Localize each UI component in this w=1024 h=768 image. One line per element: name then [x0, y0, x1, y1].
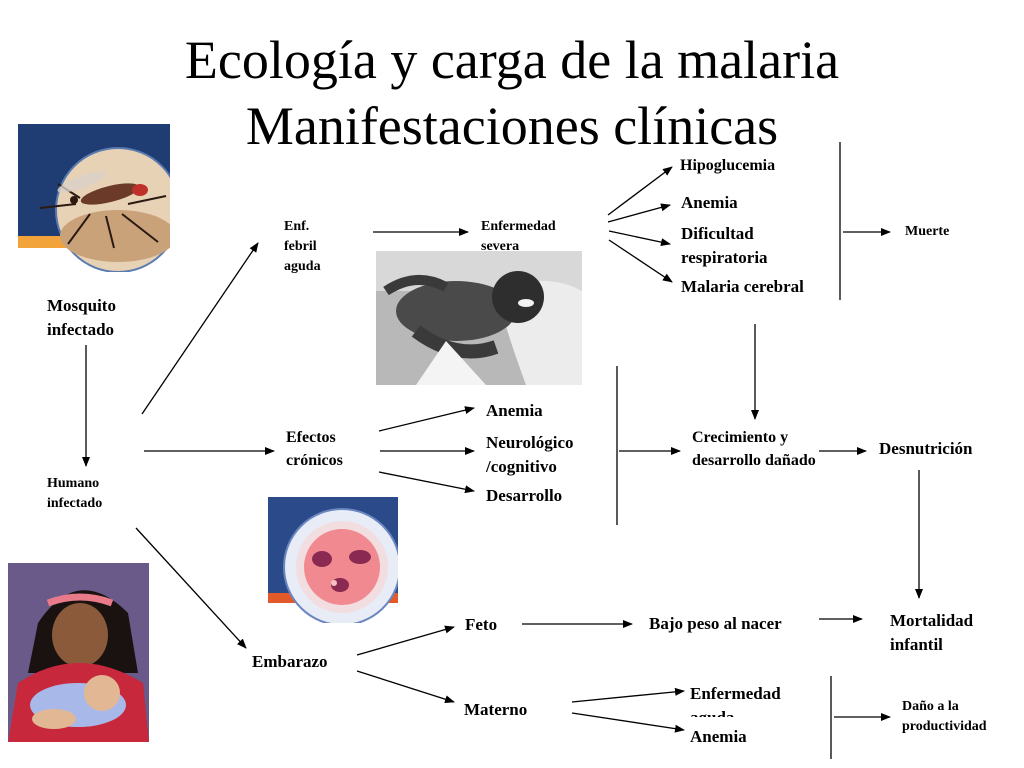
arrow-maternal-to-anemia — [571, 712, 685, 733]
blood-cell-micrograph — [268, 497, 398, 623]
node-fever: Enf. febril aguda — [284, 219, 321, 274]
node-productivity: Daño a la productividad — [902, 699, 987, 734]
node-anemia-chronic: Anemia — [486, 401, 543, 420]
mosquito-photo — [18, 124, 170, 272]
slide-title-line1: Ecología y carga de la malaria — [184, 30, 840, 90]
node-death: Muerte — [905, 224, 950, 239]
slide-title-line2: Manifestaciones clínicas — [245, 96, 779, 156]
sick-child-photo — [376, 251, 582, 385]
arrow-severe-to-hypoglycemia — [607, 166, 673, 216]
node-growth: Crecimiento y desarrollo dañado — [692, 429, 816, 469]
node-anemia-severe: Anemia — [681, 193, 738, 212]
mother-photo — [8, 563, 149, 742]
node-fetus: Feto — [465, 615, 498, 634]
arrow-maternal-to-acute — [571, 687, 685, 703]
node-acute-illness: Enfermedad aguda — [690, 684, 781, 717]
arrow-human-to-pregnancy — [135, 527, 247, 649]
node-anemia-maternal: Anemia — [690, 727, 747, 746]
arrow-severe-to-anemia — [607, 203, 671, 223]
arrow-human-to-fever — [141, 242, 259, 415]
node-infant-mortality: Mortalidad infantil — [890, 611, 974, 654]
node-cerebral: Malaria cerebral — [681, 277, 804, 296]
arrow-chronic-to-anemia — [378, 406, 475, 432]
node-development: Desarrollo — [486, 486, 563, 505]
node-chronic: Efectos crónicos — [286, 429, 343, 469]
arrow-pregnancy-to-fetus — [356, 625, 455, 656]
arrow-chronic-to-development — [378, 471, 475, 494]
arrow-pregnancy-to-maternal — [356, 670, 455, 704]
node-respiratory: Dificultad respiratoria — [681, 224, 768, 267]
node-human: Humano infectado — [47, 476, 103, 511]
arrow-severe-to-respiratory — [608, 230, 671, 247]
node-severe: Enfermedad severa — [481, 219, 556, 253]
arrow-severe-to-cerebral — [608, 239, 673, 283]
node-maternal: Materno — [464, 700, 528, 719]
node-pregnancy: Embarazo — [252, 652, 328, 671]
node-malnutrition: Desnutrición — [879, 439, 973, 458]
node-neuro: Neurológico /cognitivo — [486, 433, 574, 476]
node-mosquito: Mosquito infectado — [47, 296, 116, 339]
node-hypoglycemia: Hipoglucemia — [680, 157, 776, 174]
node-low-birth-weight: Bajo peso al nacer — [649, 614, 782, 633]
